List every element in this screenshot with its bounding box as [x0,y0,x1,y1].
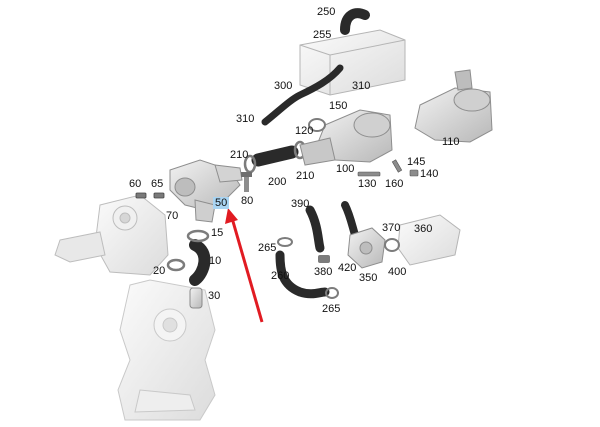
label-145: 145 [407,156,426,168]
label-310-top: 310 [352,80,371,92]
label-130: 130 [358,178,377,190]
label-260: 260 [271,270,290,282]
label-60: 60 [129,178,142,190]
hose-390 [305,205,325,253]
label-50-highlighted: 50 [213,197,230,209]
label-70: 70 [166,210,179,222]
label-360: 360 [414,223,433,235]
label-310-left: 310 [236,113,255,125]
label-15: 15 [211,227,224,239]
label-120: 120 [295,125,314,137]
label-160: 160 [385,178,404,190]
label-370: 370 [382,222,401,234]
pointer-arrow [225,208,264,323]
hose-10 [166,229,211,286]
label-100: 100 [336,163,355,175]
bolts-130-160 [357,159,419,177]
coolant-pump-100 [299,109,393,166]
clamp-370 [384,238,400,252]
label-380: 380 [314,266,333,278]
clamp-265b [325,287,339,299]
label-255: 255 [313,29,332,41]
label-300: 300 [274,80,293,92]
valve-350 [347,227,386,269]
bolt-80 [241,172,252,192]
label-150: 150 [329,100,348,112]
hose-390b [341,201,359,239]
fitting-380 [318,255,330,263]
pump-110 [414,69,493,143]
label-140: 140 [420,168,439,180]
hose-260 [275,250,330,299]
label-265-bottom: 265 [322,303,341,315]
hose-200 [243,140,307,174]
label-265-top: 265 [258,242,277,254]
label-10: 10 [209,255,222,267]
label-350: 350 [359,272,378,284]
label-390: 390 [291,198,310,210]
pipe-30 [189,287,203,309]
clamp-120 [308,118,326,132]
pump-housing [54,194,169,276]
label-210-top: 210 [230,149,249,161]
label-80: 80 [241,195,254,207]
timing-cover [117,279,216,421]
label-20: 20 [153,265,166,277]
hose-250 [340,8,370,35]
hose-300 [261,64,344,126]
label-30: 30 [208,290,221,302]
label-110: 110 [442,136,460,148]
fittings-60-65 [135,192,165,199]
label-200: 200 [268,176,287,188]
label-420: 420 [338,262,357,274]
label-210-bottom: 210 [296,170,315,182]
label-400: 400 [388,266,407,278]
clamp-265a [277,237,293,247]
label-250: 250 [317,6,336,18]
label-65: 65 [151,178,164,190]
